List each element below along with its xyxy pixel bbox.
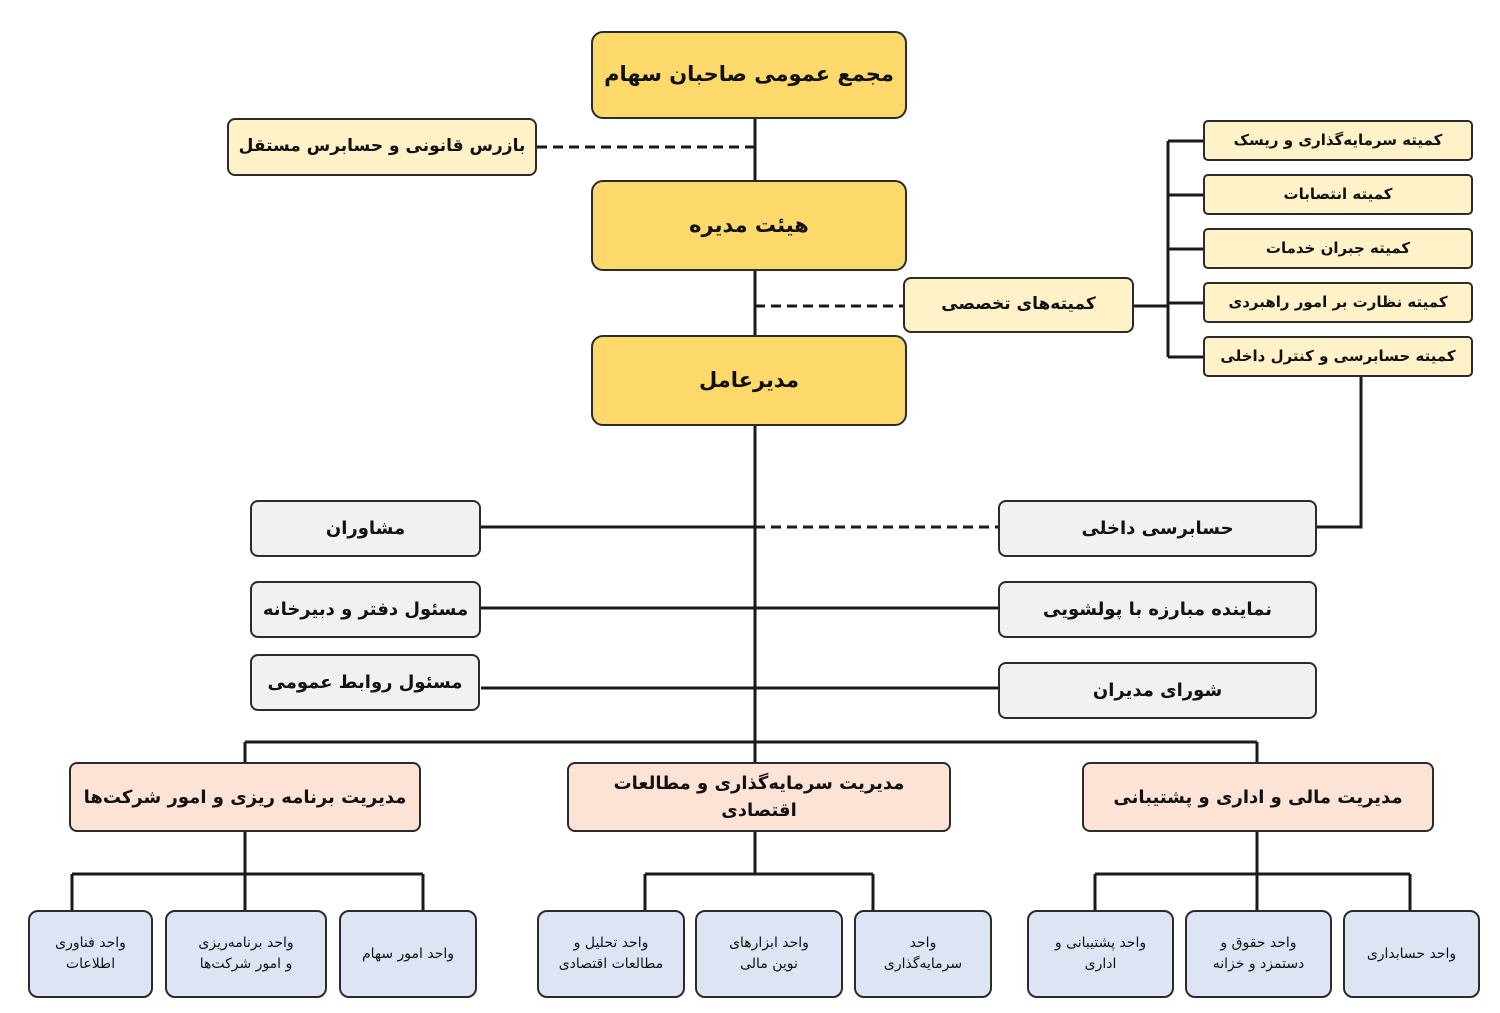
unit-support-admin: واحد پشتیبانی و اداری	[1027, 910, 1174, 998]
unit-label-line: واحد برنامه‌ریزی	[198, 935, 294, 951]
unit-label-line: واحد	[909, 935, 937, 951]
unit-financial-instruments: واحد ابزارهای نوین مالی	[695, 910, 843, 998]
inspector-box: بازرس قانونی و حسابرس مستقل	[227, 118, 537, 176]
shareholders-label: مجمع عمومی صاحبان سهام	[604, 62, 894, 87]
committee-strategic-oversight: کمیته نظارت بر امور راهبردی	[1203, 282, 1473, 323]
unit-label-line: و امور شرکت‌ها	[199, 956, 293, 972]
unit-shares: واحد امور سهام	[339, 910, 477, 998]
specialized-committees-box: کمیته‌های تخصصی	[903, 277, 1134, 333]
shareholders-box: مجمع عمومی صاحبان سهام	[591, 31, 907, 119]
unit-label-line: مطالعات اقتصادی	[558, 956, 664, 972]
mgmt-planning-box: مدیریت برنامه ریزی و امور شرکت‌ها	[69, 762, 421, 832]
internal-audit-label: حسابرسی داخلی	[1081, 518, 1234, 539]
unit-label-line: واحد تحلیل و	[573, 935, 649, 951]
unit-investment: واحد سرمایه‌گذاری	[854, 910, 992, 998]
board-label: هیئت مدیره	[689, 212, 809, 237]
managers-council-label: شورای مدیران	[1092, 680, 1223, 701]
mgmt-finance-label: مدیریت مالی و اداری و پشتیبانی	[1113, 786, 1403, 808]
committee-label: کمیته حسابرسی و کنترل داخلی	[1220, 347, 1456, 366]
unit-label-line: واحد ابزارهای	[729, 935, 809, 951]
unit-label-line: واحد فناوری	[55, 935, 126, 951]
aml-rep-label: نماینده مبارزه با پولشویی	[1043, 599, 1273, 620]
unit-label-line: واحد امور سهام	[361, 945, 455, 962]
internal-audit-box: حسابرسی داخلی	[998, 500, 1317, 557]
unit-it: واحد فناوری اطلاعات	[28, 910, 153, 998]
committee-appointments: کمیته انتصابات	[1203, 174, 1473, 215]
managers-council-box: شورای مدیران	[998, 662, 1317, 719]
unit-payroll-treasury: واحد حقوق و دستمزد و خزانه	[1185, 910, 1332, 998]
committee-label: کمیته جبران خدمات	[1265, 239, 1411, 258]
ceo-box: مدیرعامل	[591, 335, 907, 426]
unit-label-line: دستمزد و خزانه	[1212, 956, 1305, 972]
committee-investment-risk: کمیته سرمایه‌گذاری و ریسک	[1203, 120, 1473, 161]
committee-audit-internal-control: کمیته حسابرسی و کنترل داخلی	[1203, 336, 1473, 377]
committee-label: کمیته سرمایه‌گذاری و ریسک	[1233, 131, 1443, 150]
unit-label-line: سرمایه‌گذاری	[883, 956, 963, 972]
committee-label: کمیته انتصابات	[1283, 185, 1393, 204]
mgmt-investment-box: مدیریت سرمایه‌گذاری و مطالعات اقتصادی	[567, 762, 951, 832]
secretariat-box: مسئول دفتر و دبیرخانه	[250, 581, 481, 638]
unit-label-line: واحد حقوق و	[1220, 935, 1297, 951]
specialized-committees-label: کمیته‌های تخصصی	[941, 294, 1096, 315]
unit-label-line: واحد حسابداری	[1366, 945, 1457, 962]
unit-label-line: نوین مالی	[740, 956, 798, 972]
mgmt-finance-box: مدیریت مالی و اداری و پشتیبانی	[1082, 762, 1434, 832]
committee-label: کمیته نظارت بر امور راهبردی	[1228, 293, 1448, 312]
unit-economic-analysis: واحد تحلیل و مطالعات اقتصادی	[537, 910, 685, 998]
unit-label-line: واحد پشتیبانی و	[1054, 935, 1147, 951]
audit-committee-link	[1317, 377, 1363, 529]
unit-accounting: واحد حسابداری	[1343, 910, 1480, 998]
mgmt-planning-label: مدیریت برنامه ریزی و امور شرکت‌ها	[83, 786, 407, 808]
aml-rep-box: نماینده مبارزه با پولشویی	[998, 581, 1317, 638]
advisors-label: مشاوران	[325, 518, 406, 539]
board-box: هیئت مدیره	[591, 180, 907, 271]
inspector-label: بازرس قانونی و حسابرس مستقل	[238, 136, 526, 157]
pr-label: مسئول روابط عمومی	[267, 672, 463, 693]
advisors-box: مشاوران	[250, 500, 481, 557]
unit-label-line: اداری	[1084, 956, 1117, 972]
pr-box: مسئول روابط عمومی	[250, 654, 480, 711]
mgmt-investment-label: مدیریت سرمایه‌گذاری و مطالعات اقتصادی	[613, 773, 905, 821]
unit-label-line: اطلاعات	[65, 956, 116, 972]
secretariat-label: مسئول دفتر و دبیرخانه	[262, 599, 469, 620]
unit-planning-companies: واحد برنامه‌ریزی و امور شرکت‌ها	[165, 910, 327, 998]
ceo-label: مدیرعامل	[698, 367, 800, 392]
committee-compensation: کمیته جبران خدمات	[1203, 228, 1473, 269]
